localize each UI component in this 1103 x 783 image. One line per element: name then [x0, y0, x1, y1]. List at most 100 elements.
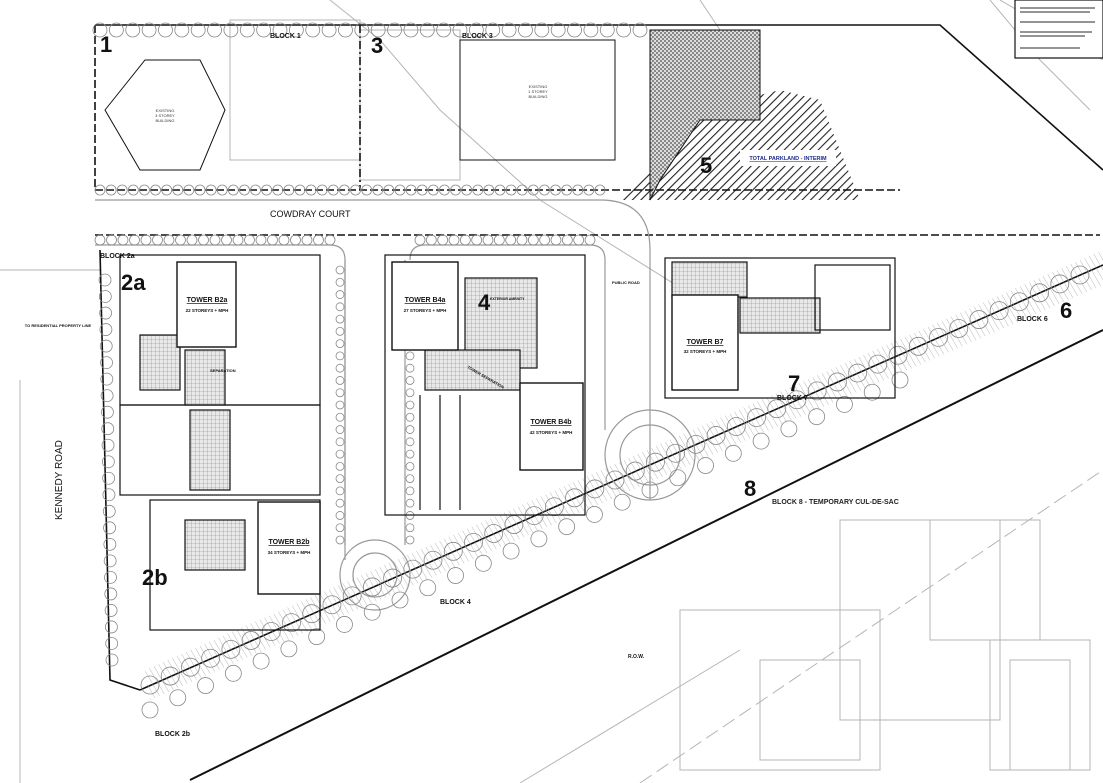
- tree-icon: [1070, 265, 1090, 285]
- tower-b4b: [519, 382, 584, 471]
- tower-b4b-name: TOWER B4b: [530, 419, 571, 426]
- tree-icon: [139, 184, 150, 196]
- block-number-7: 7: [788, 371, 800, 396]
- tree-icon: [362, 577, 382, 597]
- separation-note: SEPARATION: [210, 368, 236, 373]
- block-7-building: [664, 257, 896, 399]
- tree-icon: [209, 234, 221, 246]
- block-4-label: BLOCK 4: [440, 599, 471, 606]
- tree-icon: [888, 345, 908, 365]
- tree-icon: [550, 22, 566, 38]
- tree-icon: [669, 469, 687, 487]
- tree-icon: [502, 542, 520, 560]
- tree-icon: [335, 376, 345, 385]
- tree-icon: [494, 184, 506, 196]
- tree-icon: [174, 22, 190, 38]
- tree-icon: [190, 22, 206, 38]
- tree-icon: [405, 449, 415, 459]
- tree-icon: [335, 326, 345, 336]
- tree-icon: [104, 604, 118, 617]
- tree-icon: [567, 22, 582, 38]
- tree-icon: [101, 405, 114, 419]
- tree-icon: [92, 22, 108, 38]
- tree-icon: [405, 498, 415, 508]
- tree-icon: [550, 234, 562, 246]
- tree-icon: [485, 22, 501, 38]
- tree-icon: [117, 234, 129, 246]
- tree-icon: [447, 567, 464, 584]
- tower-b7: [671, 294, 739, 391]
- parkland-hatch-area: [620, 90, 860, 200]
- tree-icon: [104, 587, 118, 601]
- tree-icon: [161, 184, 173, 196]
- tree-icon: [534, 22, 550, 38]
- tree-icon: [726, 417, 746, 436]
- tree-icon: [573, 234, 585, 246]
- block-number-1: 1: [100, 32, 112, 57]
- tree-icon: [516, 234, 528, 246]
- tower-b7-name: TOWER B7: [687, 339, 724, 346]
- tree-icon: [103, 554, 117, 568]
- block-8-label: BLOCK 8 - TEMPORARY CUL-DE-SAC: [772, 499, 899, 506]
- tree-icon: [372, 184, 384, 196]
- tree-icon: [101, 422, 115, 436]
- tree-icon: [949, 319, 969, 338]
- tree-icon: [261, 622, 281, 641]
- tree-icon: [106, 234, 117, 246]
- tree-icon: [363, 603, 381, 621]
- tree-icon: [583, 184, 595, 196]
- tree-icon: [807, 381, 827, 401]
- tree-icon: [308, 628, 326, 646]
- block-1-label: BLOCK 1: [270, 33, 301, 40]
- tree-icon: [505, 234, 517, 246]
- tree-icon: [227, 184, 239, 196]
- tree-icon: [102, 471, 116, 485]
- tree-icon: [585, 479, 605, 499]
- block-number-5: 5: [700, 153, 712, 178]
- tree-icon: [501, 22, 517, 38]
- tree-icon: [197, 677, 214, 694]
- block-number-2b: 2b: [142, 565, 168, 590]
- block-6-label: BLOCK 6: [1017, 316, 1048, 323]
- tower-b2b-storeys: 34 STOREYS + MPH: [268, 550, 311, 555]
- tree-icon: [405, 523, 415, 533]
- tree-icon: [175, 234, 186, 246]
- tree-icon: [158, 22, 173, 38]
- tree-icon: [294, 184, 306, 196]
- tree-icon: [539, 234, 551, 246]
- tree-icon: [464, 532, 483, 552]
- tree-icon: [101, 438, 115, 452]
- tree-icon: [327, 184, 339, 196]
- tree-icon: [405, 388, 415, 398]
- tree-icon: [98, 273, 112, 287]
- block-number-4: 4: [478, 290, 491, 315]
- tree-icon: [267, 234, 278, 246]
- tree-icon: [524, 506, 544, 526]
- tree-icon: [104, 620, 118, 634]
- tree-icon: [335, 363, 345, 373]
- tree-icon: [518, 22, 533, 38]
- tree-icon: [586, 506, 603, 523]
- tree-icon: [99, 306, 113, 320]
- tree-icon: [261, 184, 273, 196]
- tree-icon: [863, 383, 881, 401]
- block-3-label: BLOCK 3: [462, 33, 493, 40]
- public-road-label: PUBLIC ROAD: [612, 280, 640, 285]
- tree-icon: [105, 653, 119, 667]
- tree-icon: [989, 301, 1009, 321]
- tree-icon: [186, 234, 198, 246]
- tree-icon: [354, 22, 370, 38]
- tree-icon: [594, 184, 606, 196]
- tree-icon: [482, 234, 494, 246]
- total-parkland-label: TOTAL PARKLAND - INTERIM: [749, 156, 827, 162]
- tree-icon: [335, 400, 345, 410]
- tree-icon: [539, 184, 550, 196]
- tree-icon: [405, 412, 415, 422]
- tree-icon: [282, 613, 301, 633]
- tree-icon: [280, 640, 298, 658]
- tree-icon: [205, 184, 217, 196]
- tree-icon: [335, 412, 345, 422]
- tree-icon: [706, 426, 726, 445]
- tree-icon: [625, 461, 645, 481]
- kennedy-road-label: KENNEDY ROAD: [54, 440, 65, 520]
